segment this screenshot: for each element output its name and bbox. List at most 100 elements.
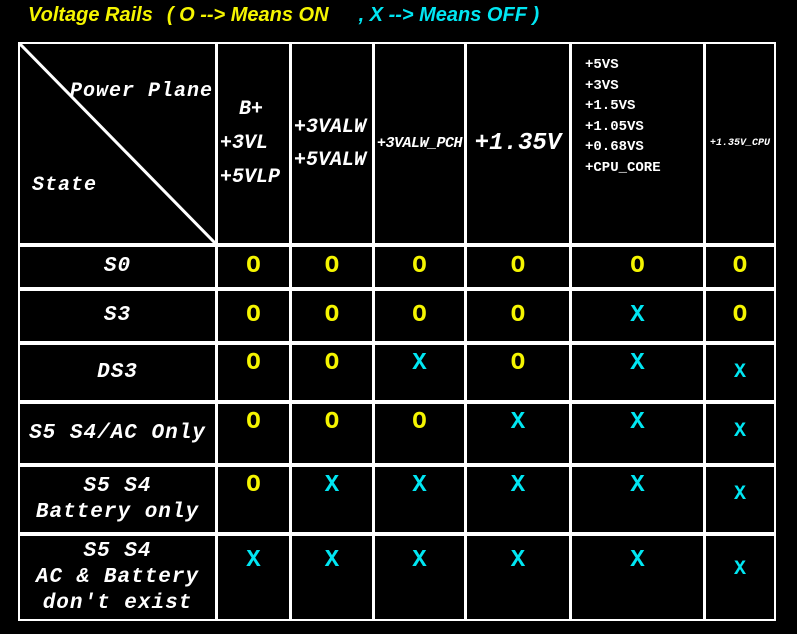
state-cell-ds3-vs-group: X [572, 345, 703, 400]
state-cell-ds3-1v35-cpu: X [706, 345, 774, 400]
state-cell-s3-vs-group: X [572, 291, 703, 341]
on-mark: O [412, 409, 427, 436]
state-cell-s5-s4-ac-only-vs-group: X [572, 404, 703, 463]
on-mark: O [246, 350, 261, 377]
state-cell-s3-3valw-5valw: O [292, 291, 372, 341]
off-mark: X [733, 483, 746, 506]
rail-name-label: +CPU_CORE [585, 159, 661, 176]
column-header-1v35-cpu: +1.35V_CPU [706, 44, 774, 243]
state-cell-s0-1v35-cpu: O [706, 247, 774, 287]
state-cell-ds3-3valw-pch: X [375, 345, 464, 400]
state-cell-s0-3valw-5valw: O [292, 247, 372, 287]
diagonal-divider-line [20, 44, 215, 243]
state-cell-s5-s4-battery-1v35: X [467, 467, 569, 532]
off-mark: X [412, 472, 427, 499]
column-header-1v35: +1.35V [467, 44, 569, 243]
state-cell-s5-s4-battery-3valw-pch: X [375, 467, 464, 532]
state-cell-s5-s4-none-1v35-cpu: X [706, 536, 774, 619]
off-mark: X [630, 472, 645, 499]
state-label-line: S3 [103, 304, 132, 327]
legend-off-text: , X --> Means OFF ) [358, 4, 540, 26]
state-cell-s5-s4-none-b-plus-3vl-5vlp: X [218, 536, 289, 619]
on-mark: O [630, 253, 645, 280]
on-mark: O [412, 302, 427, 329]
legend-on-text: ( O --> Means ON [166, 4, 329, 26]
state-cell-s5-s4-ac-only-1v35: X [467, 404, 569, 463]
state-cell-s5-s4-none-1v35: X [467, 536, 569, 619]
rail-name-label: +3VS [585, 77, 619, 94]
state-cell-s0-b-plus-3vl-5vlp: O [218, 247, 289, 287]
state-cell-s0-3valw-pch: O [375, 247, 464, 287]
corner-label-power-plane: Power Plane [70, 80, 214, 103]
state-label-line: S5 S4/AC Only [29, 421, 206, 445]
state-label-line: S5 S4 [83, 539, 152, 563]
on-mark: O [732, 253, 748, 280]
on-mark: O [246, 472, 261, 499]
state-cell-s3-b-plus-3vl-5vlp: O [218, 291, 289, 341]
rail-name-label: +0.68VS [585, 139, 644, 155]
column-header-vs-group: +5VS +3VS +1.5VS +1.05VS +0.68VS +CPU_CORE [572, 44, 703, 243]
off-mark: X [630, 350, 645, 377]
column-header-3valw-5valw: +3VALW+5VALW [292, 44, 372, 243]
on-mark: O [732, 302, 748, 329]
state-cell-s3-1v35: O [467, 291, 569, 341]
corner-label-state: State [32, 174, 98, 197]
title-text: Voltage Rails [28, 4, 153, 26]
off-mark: X [510, 409, 526, 436]
state-label-line: S0 [103, 255, 132, 278]
rail-name-label: +1.35V_CPU [709, 138, 770, 149]
row-label-s0: S0 [20, 247, 215, 287]
rail-name-label: +1.05VS [585, 118, 644, 135]
state-cell-s5-s4-battery-1v35-cpu: X [706, 467, 774, 532]
on-mark: O [246, 253, 261, 280]
state-cell-ds3-1v35: O [467, 345, 569, 400]
on-mark: O [324, 253, 340, 280]
state-label-line: don't exist [42, 591, 193, 615]
state-cell-s5-s4-none-3valw-pch: X [375, 536, 464, 619]
state-cell-ds3-3valw-5valw: O [292, 345, 372, 400]
on-mark: O [510, 302, 526, 329]
state-cell-s3-3valw-pch: O [375, 291, 464, 341]
on-mark: O [324, 302, 340, 329]
rail-name-label: +5VS [585, 57, 619, 73]
state-cell-s5-s4-ac-only-3valw-pch: O [375, 404, 464, 463]
state-cell-s5-s4-battery-vs-group: X [572, 467, 703, 532]
rail-name-label: +3VALW [294, 115, 367, 139]
state-label-line: Battery only [35, 500, 200, 524]
off-mark: X [324, 472, 340, 499]
voltage-rail-table: Power Plane State B++3VL+5VLP+3VALW+5VAL… [18, 42, 776, 621]
on-mark: O [510, 253, 526, 280]
page-title: Voltage Rails ( O --> Means ON , X --> M… [28, 4, 539, 27]
off-mark: X [324, 547, 340, 574]
row-label-s5-s4-ac-only: S5 S4/AC Only [20, 404, 215, 463]
state-cell-s5-s4-ac-only-b-plus-3vl-5vlp: O [218, 404, 289, 463]
off-mark: X [733, 361, 746, 384]
state-cell-s5-s4-ac-only-3valw-5valw: O [292, 404, 372, 463]
off-mark: X [510, 547, 526, 574]
state-cell-s5-s4-none-vs-group: X [572, 536, 703, 619]
off-mark: X [733, 558, 746, 581]
off-mark: X [630, 409, 645, 436]
rail-name-label: +5VLP [220, 165, 281, 189]
off-mark: X [630, 547, 645, 574]
on-mark: O [324, 409, 340, 436]
on-mark: O [324, 350, 340, 377]
state-cell-s5-s4-ac-only-1v35-cpu: X [706, 404, 774, 463]
state-cell-ds3-b-plus-3vl-5vlp: O [218, 345, 289, 400]
state-cell-s0-vs-group: O [572, 247, 703, 287]
off-mark: X [412, 350, 427, 377]
rail-name-label: +1.5VS [585, 98, 636, 114]
rail-name-label: B+ [239, 97, 264, 121]
off-mark: X [630, 302, 645, 329]
rail-name-label: +1.35V [474, 130, 562, 157]
state-cell-s3-1v35-cpu: O [706, 291, 774, 341]
state-label-line: S5 S4 [83, 474, 152, 498]
off-mark: X [510, 472, 526, 499]
row-label-ds3: DS3 [20, 345, 215, 400]
on-mark: O [510, 350, 526, 377]
off-mark: X [246, 547, 261, 574]
row-label-s3: S3 [20, 291, 215, 341]
off-mark: X [733, 420, 746, 443]
